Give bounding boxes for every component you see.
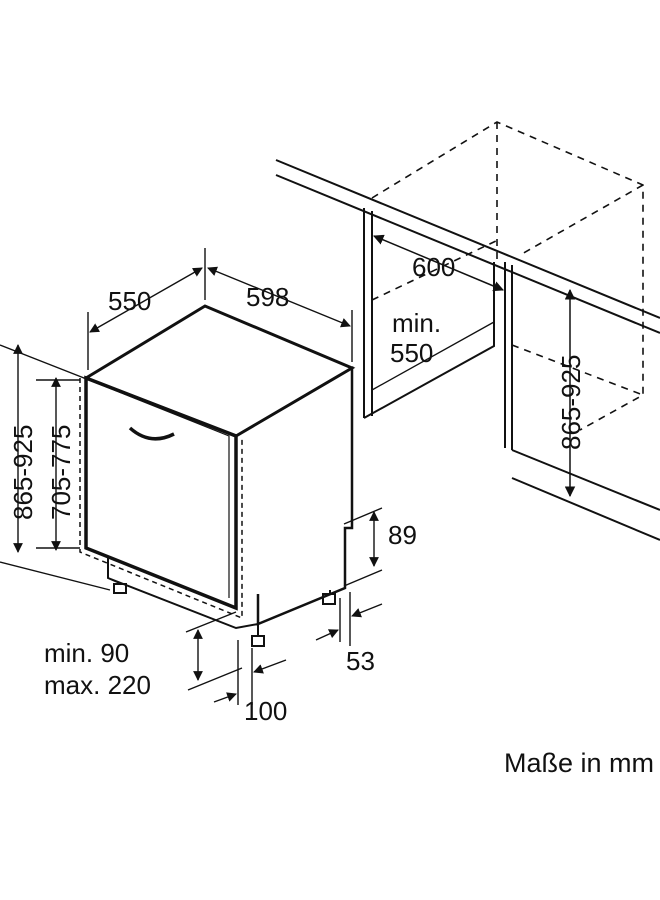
installation-niche <box>275 121 660 541</box>
door-handle <box>128 426 175 441</box>
units-note: Maße in mm <box>503 748 654 778</box>
plinth-min-label: min. 90 <box>44 638 129 668</box>
width-598-label: 598 <box>246 282 289 312</box>
niche-dashed-outline <box>371 121 644 431</box>
width-598-line <box>207 266 351 328</box>
setback-53-label: 53 <box>346 646 375 676</box>
right-cabinet-panel <box>504 262 660 541</box>
door-dashed-outline <box>79 378 243 620</box>
niche-depth-value-label: 550 <box>390 338 433 368</box>
niche-width-label: 600 <box>412 252 455 282</box>
dishwasher-front <box>84 375 238 611</box>
foot-offset-100-label: 100 <box>244 696 287 726</box>
dimension-lines <box>0 248 383 705</box>
niche-depth-min-label: min. <box>392 308 441 338</box>
depth-550-label: 550 <box>108 286 151 316</box>
appliance-height-label: 865-925 <box>8 425 38 520</box>
dishwasher-top <box>82 304 356 438</box>
countertop <box>275 159 660 334</box>
niche-height-label: 865-925 <box>556 355 586 450</box>
plinth-89-label: 89 <box>388 520 417 550</box>
dishwasher <box>79 304 356 647</box>
door-height-label: 705-775 <box>46 425 76 520</box>
depth-550-line <box>89 267 203 333</box>
plinth-max-label: max. 220 <box>44 670 151 700</box>
niche-width-line <box>373 234 504 292</box>
